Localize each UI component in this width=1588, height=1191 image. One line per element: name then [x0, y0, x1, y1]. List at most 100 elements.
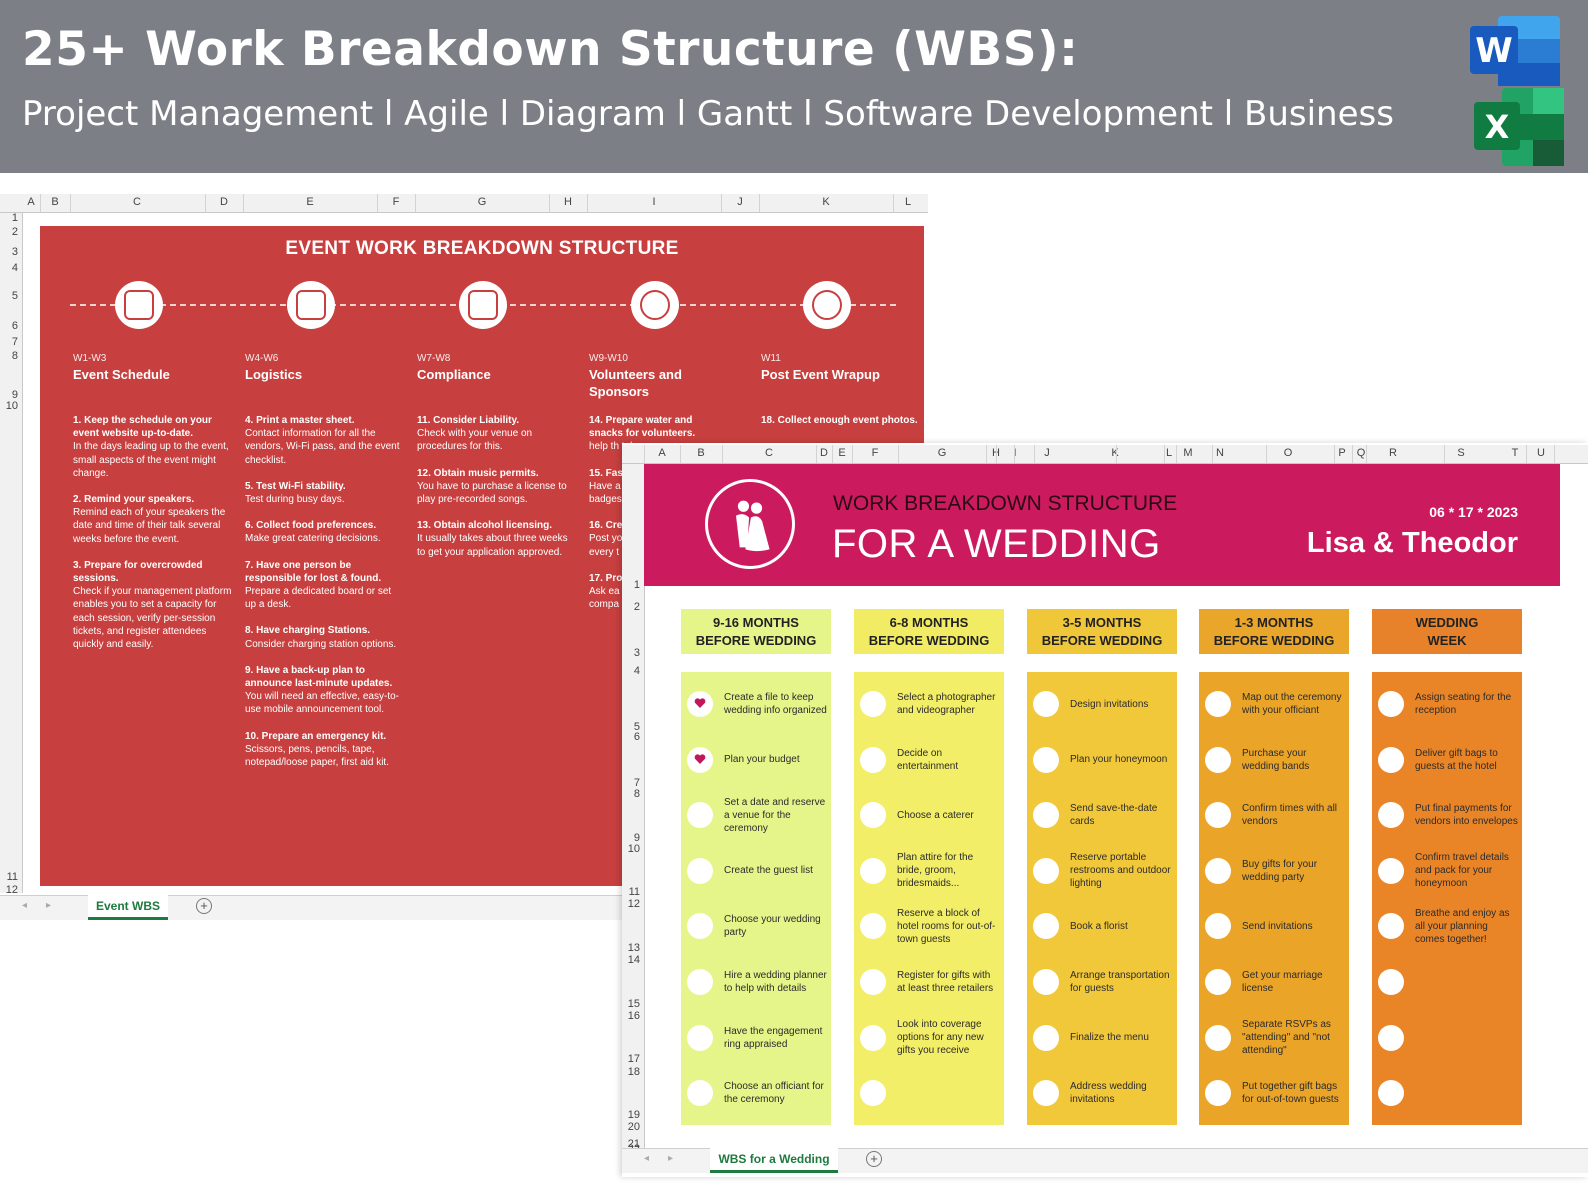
task-row[interactable]: Hire a wedding planner to help with deta… [681, 959, 831, 1005]
tab-next-icon[interactable]: ▸ [668, 1153, 674, 1164]
task-row[interactable]: Address wedding invitations [1027, 1070, 1177, 1116]
column-letter[interactable]: F [392, 196, 400, 208]
column-letter[interactable]: F [871, 447, 879, 459]
row-number[interactable]: 4 [633, 665, 640, 677]
row-number[interactable]: 5 [11, 290, 18, 302]
task-checkbox[interactable] [1205, 913, 1231, 940]
row-number[interactable]: 12 [627, 898, 640, 910]
row-number[interactable]: 15 [627, 998, 640, 1010]
column-letter[interactable]: A [27, 196, 35, 208]
task-checkbox[interactable] [1205, 691, 1231, 717]
task-row[interactable]: Breathe and enjoy as all your planning c… [1372, 903, 1522, 949]
row-number[interactable]: 4 [11, 262, 18, 274]
task-checkbox[interactable] [1205, 969, 1231, 995]
task-checkbox[interactable] [1033, 969, 1059, 995]
tab-wbs-for-a-wedding[interactable]: WBS for a Wedding [710, 1148, 838, 1173]
task-row[interactable]: Buy gifts for your wedding party [1199, 848, 1349, 894]
row-number[interactable]: 9 [633, 832, 640, 844]
task-checkbox[interactable] [1033, 1080, 1059, 1107]
task-checkbox[interactable] [860, 746, 886, 773]
row-number[interactable]: 10 [627, 843, 640, 855]
task-row[interactable]: Arrange transportation for guests [1027, 959, 1177, 1005]
task-checkbox[interactable] [1378, 913, 1404, 940]
task-row[interactable]: Assign seating for the reception [1372, 681, 1522, 727]
task-checkbox[interactable] [1205, 1080, 1231, 1107]
task-row[interactable]: Have the engagement ring appraised [681, 1015, 831, 1061]
column-letter[interactable]: N [1216, 447, 1224, 459]
column-letter[interactable]: J [1044, 447, 1050, 459]
task-checkbox[interactable] [1378, 969, 1404, 995]
row-headers[interactable]: 12345678910111213141516171819202122 [622, 464, 645, 1155]
task-checkbox[interactable] [1033, 913, 1059, 940]
task-row[interactable]: Map out the ceremony with your officiant [1199, 681, 1349, 727]
task-checkbox[interactable] [1378, 857, 1404, 884]
task-row[interactable]: Create a file to keep wedding info organ… [681, 681, 831, 727]
task-checkbox[interactable] [1378, 1024, 1404, 1051]
task-checkbox[interactable] [687, 1024, 713, 1051]
task-row[interactable]: Send save-the-date cards [1027, 792, 1177, 838]
task-checkbox[interactable] [1378, 746, 1404, 773]
column-letter[interactable]: K [1111, 447, 1119, 459]
column-letter[interactable]: A [658, 447, 666, 459]
column-letter[interactable]: C [133, 196, 141, 208]
task-checkbox[interactable] [1033, 691, 1059, 717]
checked-heart-checkbox[interactable] [687, 746, 713, 773]
task-checkbox[interactable] [1378, 691, 1404, 717]
task-checkbox[interactable] [1205, 857, 1231, 884]
column-letter[interactable]: H [564, 196, 572, 208]
task-row[interactable]: Plan attire for the bride, groom, brides… [854, 848, 1004, 894]
column-letter[interactable]: K [822, 196, 830, 208]
task-row[interactable]: Choose your wedding party [681, 903, 831, 949]
column-letter[interactable]: B [697, 447, 705, 459]
task-row[interactable]: Confirm times with all vendors [1199, 792, 1349, 838]
column-letter[interactable]: M [1183, 447, 1193, 459]
column-letter[interactable]: T [1511, 447, 1519, 459]
column-letter[interactable]: G [937, 447, 947, 459]
row-number[interactable]: 8 [11, 350, 18, 362]
row-number[interactable]: 3 [11, 246, 18, 258]
column-letter[interactable]: C [765, 447, 773, 459]
column-letter[interactable]: E [306, 196, 314, 208]
row-number[interactable]: 1 [11, 212, 18, 224]
tab-next-icon[interactable]: ▸ [46, 900, 52, 911]
task-row[interactable]: Finalize the menu [1027, 1015, 1177, 1061]
task-row[interactable]: Confirm travel details and pack for your… [1372, 848, 1522, 894]
column-letter[interactable]: I [1013, 447, 1017, 459]
task-checkbox[interactable] [1205, 1024, 1231, 1051]
column-letter[interactable]: L [904, 196, 912, 208]
tab-event-wbs[interactable]: Event WBS [88, 895, 168, 920]
column-letter[interactable]: E [838, 447, 846, 459]
row-number[interactable]: 3 [633, 647, 640, 659]
column-letter[interactable]: J [737, 196, 743, 208]
add-sheet-icon[interactable]: + [196, 898, 212, 914]
row-number[interactable]: 1 [633, 579, 640, 591]
task-row[interactable]: Send invitations [1199, 903, 1349, 949]
column-letter[interactable]: S [1457, 447, 1465, 459]
row-number[interactable]: 17 [627, 1053, 640, 1065]
row-number[interactable]: 8 [633, 788, 640, 800]
task-checkbox[interactable] [1033, 802, 1059, 829]
row-number[interactable]: 14 [627, 954, 640, 966]
column-letter[interactable]: U [1537, 447, 1545, 459]
task-checkbox[interactable] [860, 1080, 886, 1107]
task-row[interactable]: Design invitations [1027, 681, 1177, 727]
column-letter[interactable]: O [1283, 447, 1293, 459]
task-row[interactable]: Put final payments for vendors into enve… [1372, 792, 1522, 838]
column-letter[interactable]: P [1338, 447, 1346, 459]
column-letter[interactable]: I [652, 196, 656, 208]
task-row[interactable]: Choose a caterer [854, 792, 1004, 838]
column-letter[interactable]: B [51, 196, 59, 208]
column-letter[interactable]: D [820, 447, 828, 459]
row-number[interactable]: 11 [628, 886, 640, 898]
task-checkbox[interactable] [1378, 1080, 1404, 1107]
task-row[interactable]: Separate RSVPs as "attending" and "not a… [1199, 1015, 1349, 1061]
task-checkbox[interactable] [860, 857, 886, 884]
row-number[interactable]: 6 [11, 320, 18, 332]
task-row[interactable]: Get your marriage license [1199, 959, 1349, 1005]
task-row[interactable]: Book a florist [1027, 903, 1177, 949]
task-row[interactable]: Reserve portable restrooms and outdoor l… [1027, 848, 1177, 894]
task-checkbox[interactable] [1033, 857, 1059, 884]
task-row[interactable]: Select a photographer and videographer [854, 681, 1004, 727]
